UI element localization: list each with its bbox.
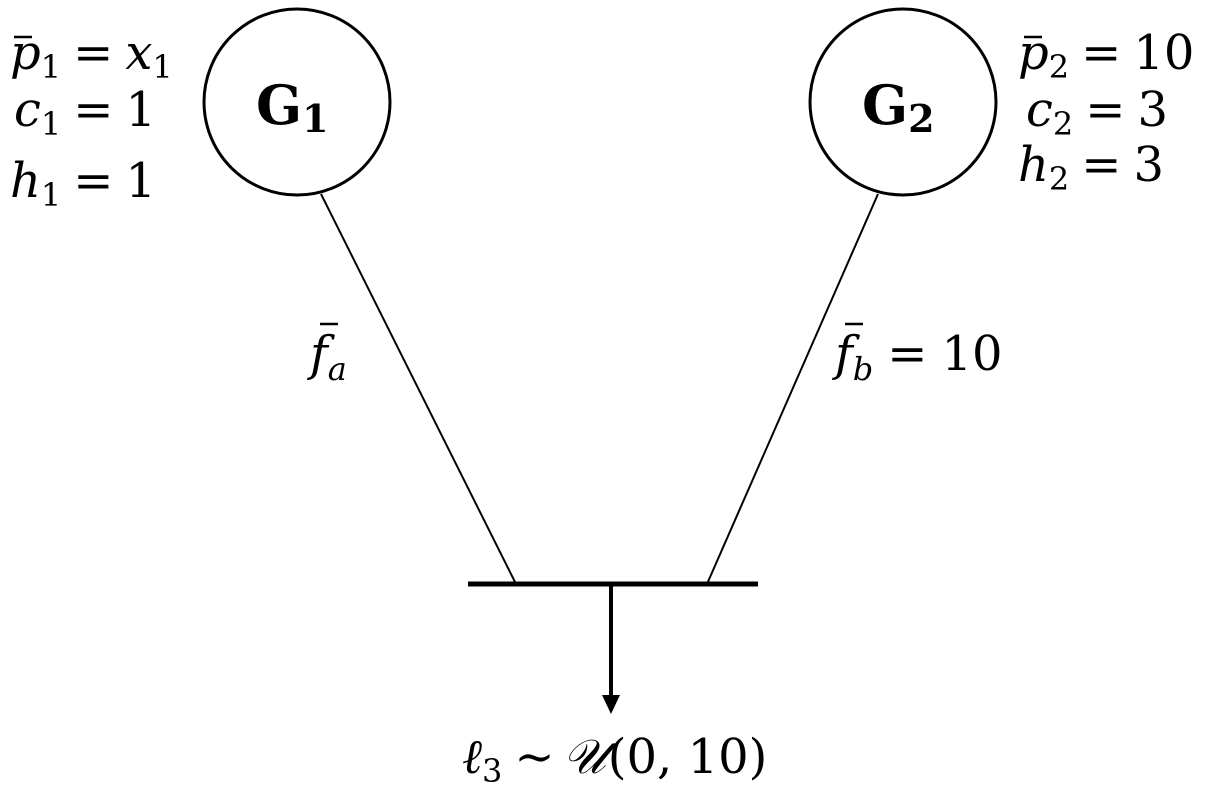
generator-g1-node <box>202 7 392 197</box>
svg-text:G2: G2 <box>862 73 935 141</box>
param-g2-c-sym: c <box>1026 82 1053 138</box>
param-g1-p-rhs-sub: 1 <box>152 48 172 86</box>
generator-g2-index: 2 <box>908 96 934 141</box>
svg-text:c2=3: c2 =3 <box>1026 82 1168 143</box>
param-g2-c-eq: = <box>1085 82 1125 138</box>
param-g1-p-rhs: x <box>125 25 152 81</box>
load-args: (0, 10) <box>608 729 768 785</box>
svg-text:fa: fa <box>307 326 347 388</box>
svg-text:h1=1: h1=1 <box>10 153 156 214</box>
param-g1-c-rhs: 1 <box>125 82 156 138</box>
line-b <box>706 193 879 585</box>
line-b-rhs: 10 <box>941 326 1002 382</box>
svg-text:c1=1: c1=1 <box>14 82 156 143</box>
line-b-sub: b <box>853 350 873 388</box>
generator-g1: G1 <box>202 7 392 197</box>
load-sub: 3 <box>482 752 502 785</box>
param-g1-c-sub: 1 <box>41 105 61 143</box>
generator-g2: G2 <box>808 7 998 197</box>
param-g1-p-eq: = <box>73 25 113 81</box>
generator-g2-node <box>808 7 998 197</box>
param-g2-c-sub: 2 <box>1053 105 1073 143</box>
generator-g2-label: G <box>862 73 908 137</box>
param-g2-h-sym: h <box>1018 137 1049 193</box>
param-g1-c-eq: = <box>73 82 113 138</box>
line-b-label: fb=10 <box>832 322 1003 388</box>
svg-text:p2=10: p2 =10 <box>1018 25 1194 86</box>
line-a <box>320 193 517 585</box>
svg-text:G1: G1 <box>256 73 329 141</box>
load-sym: ℓ <box>462 729 482 785</box>
svg-text:ℓ3∼𝒰(0, 10): ℓ3∼𝒰(0, 10) <box>462 729 767 785</box>
param-g1-h-sub: 1 <box>41 176 61 214</box>
line-a-label: fa <box>307 322 347 388</box>
param-g2-p-eq: = <box>1081 25 1121 81</box>
param-g2-h-sub: 2 <box>1049 160 1069 198</box>
param-g1-h-eq: = <box>73 153 113 209</box>
load-relation: ∼ <box>514 729 554 785</box>
line-b-eq: = <box>887 326 927 382</box>
generator-g1-params: p1=x1 c1=1 h1=1 <box>10 25 173 214</box>
param-g1-h-rhs: 1 <box>126 153 157 209</box>
load-label: ℓ3∼𝒰(0, 10) <box>462 729 767 785</box>
svg-text:h2=3: h2 =3 <box>1018 137 1164 198</box>
param-g1-c-sym: c <box>14 82 41 138</box>
param-g1-p-sub: 1 <box>41 48 61 86</box>
param-g2-c-rhs: 3 <box>1137 82 1168 138</box>
generator-g1-label: G <box>256 73 302 137</box>
line-a-sub: a <box>328 350 347 388</box>
load-arrow-icon <box>602 695 620 714</box>
param-g1-h-sym: h <box>10 153 41 209</box>
param-g2-p-sub: 2 <box>1049 48 1069 86</box>
param-g2-h-rhs: 3 <box>1134 137 1165 193</box>
param-g2-h-eq: = <box>1081 137 1121 193</box>
param-g1-p-sym: p <box>10 25 41 81</box>
generator-g1-index: 1 <box>302 96 328 141</box>
svg-text:fb=10: fb=10 <box>832 326 1003 388</box>
svg-text:p1=x1: p1=x1 <box>10 25 173 86</box>
param-g2-p-sym: p <box>1018 25 1049 81</box>
param-g2-p-rhs: 10 <box>1133 25 1194 81</box>
generator-g2-params: p2=10 c2=3 h2=3 <box>1018 25 1194 198</box>
